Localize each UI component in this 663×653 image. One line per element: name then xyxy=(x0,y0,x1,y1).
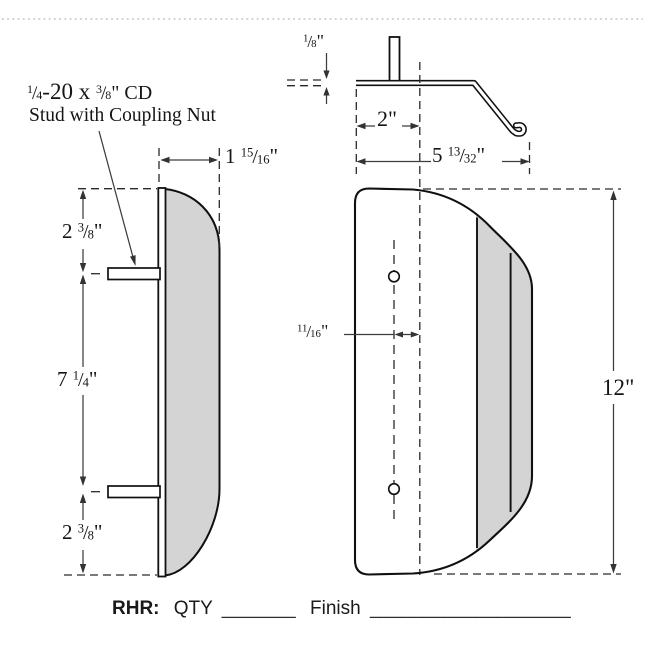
side-view-upper-stud xyxy=(107,267,161,281)
front-view-outline xyxy=(353,187,534,576)
top-stud-spacing-dimension xyxy=(79,189,87,273)
finish-label: Finish xyxy=(310,598,361,619)
callout-suffix: " CD xyxy=(111,82,153,104)
qty-blank-line[interactable]: _______ xyxy=(221,598,296,619)
side-view xyxy=(64,130,221,578)
dim-label-overall-height: 12" xyxy=(600,375,637,400)
overall-depth-dimension xyxy=(356,158,530,165)
dim-label-hole-offset: 11/16" xyxy=(297,321,329,341)
callout-leader-arrow xyxy=(98,130,136,266)
lower-mounting-hole xyxy=(387,482,401,496)
stud-callout-line2: Stud with Coupling Nut xyxy=(29,105,216,126)
dim-label-plate-thickness: 1/8" xyxy=(303,31,324,51)
top-view-bent-plate-profile xyxy=(356,79,527,137)
dim-label-overall-depth: 5 13/32" xyxy=(432,143,486,167)
dim-label-grip-depth: 1 15/16" xyxy=(225,144,279,168)
grip-depth-dimension xyxy=(160,156,218,164)
dim-label-bottom-stud-spacing: 2 3/8" xyxy=(62,520,103,544)
footer-qty-group: RHR: QTY _______ xyxy=(112,598,296,620)
dim-label-stud-offset: 2" xyxy=(377,106,397,131)
hole-offset-dimension xyxy=(344,331,420,338)
front-view xyxy=(344,187,621,576)
callout-frac2-num: 3 xyxy=(95,82,102,96)
qty-label: QTY xyxy=(173,598,213,619)
thickness-dimension xyxy=(287,53,330,104)
stud-callout-line1: 1/4-20 x 3/8" CD xyxy=(27,79,153,104)
upper-mounting-hole xyxy=(387,270,401,283)
side-view-lower-stud xyxy=(107,485,161,499)
dim-label-top-stud-spacing: 2 3/8" xyxy=(62,219,103,243)
footer-finish-group: Finish ___________________ xyxy=(310,598,571,620)
front-view-grip-shading xyxy=(476,188,532,575)
callout-frac2-den: 8 xyxy=(105,88,112,103)
finish-blank-line[interactable]: ___________________ xyxy=(369,598,571,619)
side-view-mounting-plate xyxy=(157,187,167,578)
dim-label-stud-spacing: 7 1/4" xyxy=(57,367,98,391)
bottom-stud-spacing-dimension xyxy=(79,493,87,574)
hand-label: RHR: xyxy=(112,598,160,619)
overall-height-dimension xyxy=(423,188,621,575)
stud-spacing-dimension xyxy=(79,274,87,486)
callout-thread: -20 x xyxy=(42,79,96,104)
callout-frac1-num: 1 xyxy=(27,82,33,96)
top-view xyxy=(287,36,531,174)
side-view-grip-profile xyxy=(164,187,221,577)
top-view-stud xyxy=(388,36,401,83)
callout-frac1-den: 4 xyxy=(36,88,43,103)
stud-offset-dimension xyxy=(356,122,420,130)
